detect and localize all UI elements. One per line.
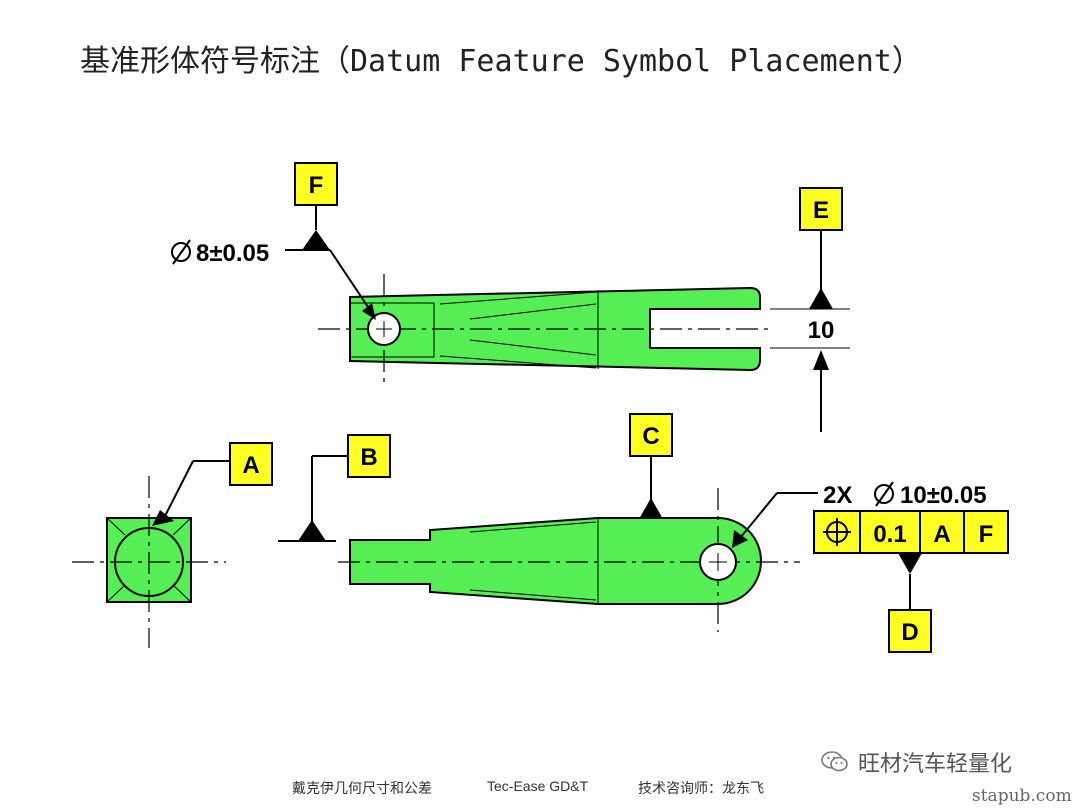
footer-left: 戴克伊几何尺寸和公差 — [292, 780, 432, 796]
datum-e-label: E — [813, 197, 829, 224]
datum-d-label: D — [901, 619, 918, 646]
diameter-icon — [874, 484, 894, 504]
datum-f-label: F — [309, 172, 324, 199]
slot-width-value: 10 — [808, 317, 835, 344]
datum-f-symbol: F — [285, 162, 376, 320]
bottom-hole-diameter-value: 10±0.05 — [900, 482, 987, 509]
footer-center: Tec-Ease GD&T — [487, 778, 589, 794]
site-watermark: stapub.com — [972, 786, 1072, 806]
diameter-icon — [171, 242, 191, 262]
end-view-part — [72, 476, 226, 648]
fcf-tolerance: 0.1 — [873, 521, 906, 548]
datum-d-symbol: D — [888, 553, 932, 653]
datum-a-symbol: A — [152, 442, 273, 526]
top-part — [318, 274, 770, 384]
datum-c-label: C — [642, 423, 659, 450]
wechat-icon — [821, 751, 848, 772]
hole-count-value: 2X — [823, 482, 852, 509]
top-hole-dimension: 8±0.05 — [171, 239, 269, 267]
top-hole-diameter-value: 8±0.05 — [196, 240, 269, 267]
wechat-account-name: 旺材汽车轻量化 — [858, 752, 1013, 777]
top-boss-outline — [349, 302, 435, 358]
datum-c-symbol: C — [629, 413, 673, 519]
datum-a-label: A — [242, 452, 259, 479]
datum-e-symbol: E 10 — [770, 187, 850, 432]
fcf-datum-secondary: F — [979, 521, 994, 548]
datum-b-label: B — [360, 444, 377, 471]
bottom-part — [338, 488, 800, 632]
datum-b-symbol: B — [278, 434, 391, 542]
footer-right: 技术咨询师：龙东飞 — [638, 780, 764, 796]
bottom-hole-dimension: 2X 10±0.05 — [732, 481, 987, 548]
fcf-datum-primary: A — [933, 521, 950, 548]
feature-control-frame: 0.1 A F — [813, 510, 1009, 554]
position-icon — [823, 518, 851, 546]
page-title: 基准形体符号标注（Datum Feature Symbol Placement） — [80, 44, 922, 79]
wechat-watermark: 旺材汽车轻量化 — [820, 744, 1012, 780]
